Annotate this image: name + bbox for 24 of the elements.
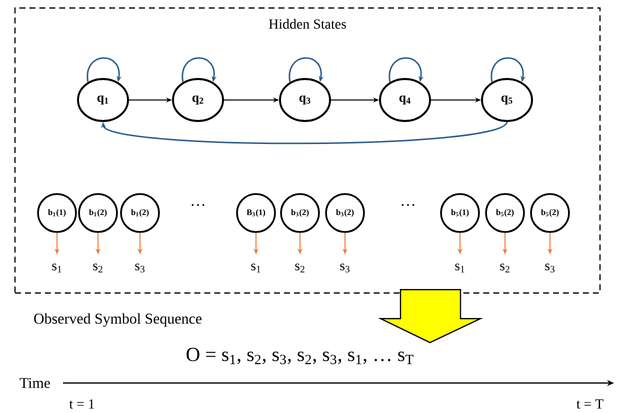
ellipsis: … <box>402 204 414 206</box>
return-arrow <box>100 121 508 144</box>
tick-label: t = 1 <box>69 399 94 409</box>
symbol: s$_{2}$ <box>93 264 102 272</box>
symbol: s$_{3}$ <box>340 264 350 272</box>
self-loop-arrow <box>388 57 424 82</box>
symbol: s$_{2}$ <box>500 264 510 272</box>
symbol: s$_{3}$ <box>545 264 555 272</box>
self-loop-arrow <box>288 57 324 82</box>
self-loop-arrow <box>86 57 122 82</box>
self-loop-arrow <box>490 57 526 82</box>
axis-title: Time <box>20 378 50 388</box>
observation-sequence: O = s$_{1}$, s$_{2}$, s$_{3}$, s$_{2}$, s$_{3}$, s$_{1}$, … s$_{T}$ <box>186 348 414 364</box>
self-loop-arrow <box>182 57 217 82</box>
symbol: s$_{1}$ <box>251 264 260 272</box>
symbol: s$_{1}$ <box>455 264 464 272</box>
block-arrow <box>378 289 484 344</box>
tick-label: t = T <box>576 399 604 409</box>
frame-heading: Hidden States <box>268 18 346 29</box>
symbol: s$_{2}$ <box>295 264 304 272</box>
ellipsis: … <box>192 204 204 206</box>
symbol: s$_{1}$ <box>52 264 62 272</box>
sequence-caption: Observed Symbol Sequence <box>34 313 202 327</box>
symbol: s$_{3}$ <box>135 264 145 272</box>
